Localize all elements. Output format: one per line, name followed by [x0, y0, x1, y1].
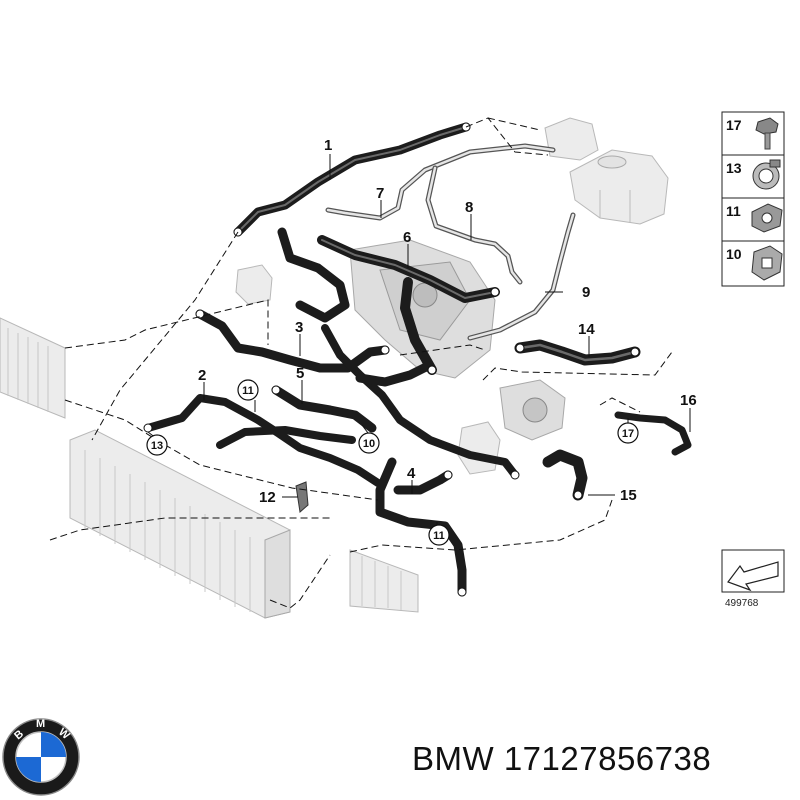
legend-number: 11 [726, 203, 741, 219]
callout-label: 9 [582, 284, 590, 301]
callout-label: 4 [407, 465, 416, 482]
radiator-small [349, 549, 419, 613]
reference-number: 499768 [725, 598, 759, 609]
part-number: 17127856738 [503, 740, 712, 777]
engine-component [349, 239, 496, 379]
circled-callout-label: 10 [363, 438, 375, 450]
circled-callout-label: 13 [151, 440, 163, 452]
radiator-left [0, 317, 66, 419]
callout-label: 7 [376, 185, 384, 202]
clip-icon [751, 203, 783, 233]
part-caption: BMW 17127856738 [412, 740, 711, 778]
circled-callout-label: 17 [622, 428, 634, 440]
thermostat-housing [235, 264, 273, 305]
legend-number: 13 [726, 160, 742, 176]
reference-lines [49, 117, 673, 609]
pipes [325, 143, 576, 341]
fittings [143, 122, 640, 597]
callout-label: 2 [198, 367, 206, 384]
callout-label: 14 [578, 321, 595, 338]
circled-callouts: 11 13 10 11 17 [146, 379, 639, 546]
expansion-tank-large [569, 149, 669, 225]
circled-callout-label: 11 [433, 530, 445, 542]
callout-label: 12 [259, 489, 276, 506]
parts-legend: 17 13 11 10 [721, 111, 785, 287]
arrow-icon [727, 561, 779, 592]
expansion-tank-small [544, 117, 599, 161]
callout-label: 5 [296, 365, 304, 382]
callout-label: 6 [403, 229, 411, 246]
hoses [144, 122, 692, 597]
svg-text:M: M [36, 718, 45, 730]
callout-label: 16 [680, 392, 697, 409]
clip-icon [751, 245, 783, 281]
brand-name: BMW [412, 740, 495, 777]
legend-number: 10 [726, 246, 742, 262]
circled-callout-label: 11 [242, 385, 254, 397]
direction-box: 499768 [721, 549, 785, 609]
radiator-main [69, 429, 291, 619]
callout-label: 3 [295, 319, 303, 336]
callouts: 1 2 3 4 5 6 7 8 9 12 14 15 16 [198, 137, 697, 506]
callout-label: 1 [324, 137, 332, 154]
legend-number: 17 [726, 117, 742, 133]
bmw-logo: B M W [2, 718, 80, 796]
callout-label: 8 [465, 199, 473, 216]
callout-label: 15 [620, 487, 637, 504]
clamp-icon [752, 159, 781, 190]
bolt-icon [755, 117, 779, 150]
